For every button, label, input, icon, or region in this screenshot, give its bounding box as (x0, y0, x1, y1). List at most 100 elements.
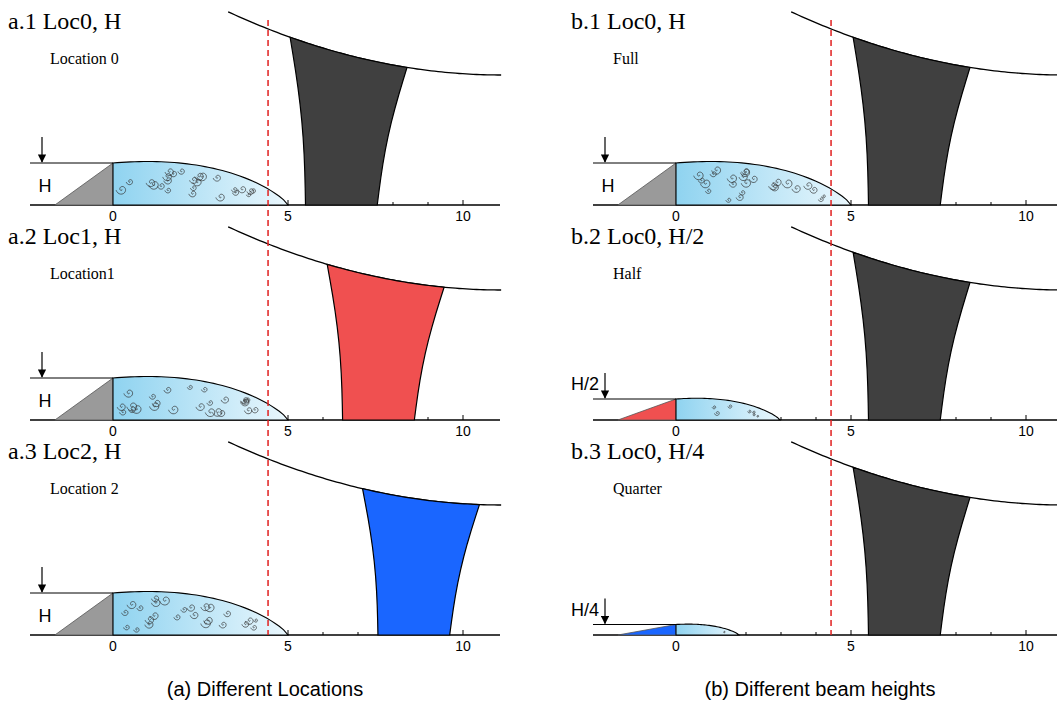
height-label: H (39, 177, 52, 197)
swirl (201, 620, 211, 628)
panel-subtitle: Location 2 (50, 480, 119, 498)
load-arrow (41, 137, 42, 162)
swirl (124, 625, 130, 630)
swirl (782, 180, 792, 188)
axis-tick (746, 632, 747, 635)
subfigure-caption: (a) Different Locations (167, 678, 363, 700)
load-arrow (41, 352, 42, 377)
swirl (116, 186, 125, 194)
axis-number: 10 (1018, 209, 1034, 224)
obstacle-shape (853, 252, 970, 420)
swirl (804, 183, 812, 190)
swirl (190, 177, 197, 183)
swirl (752, 411, 755, 413)
panel-title: a.3 Loc2, H (8, 438, 121, 464)
swirl (727, 175, 736, 183)
swirl (736, 195, 743, 201)
panel-title: a.2 Loc1, H (8, 223, 121, 249)
swirl (165, 169, 173, 176)
swirl (822, 195, 826, 198)
axis-tick (816, 632, 817, 635)
swirl (190, 186, 196, 191)
panel-title: b.3 Loc0, H/4 (571, 438, 704, 464)
height-line (30, 378, 113, 379)
swirl (187, 385, 192, 389)
swirl (242, 622, 249, 628)
swirl (221, 397, 228, 403)
swirl (748, 410, 751, 413)
swirl (818, 198, 823, 202)
panel-title: b.1 Loc0, H (571, 8, 686, 34)
swirl (189, 191, 196, 197)
panel-title: b.2 Loc0, H/2 (571, 223, 704, 249)
swirl (728, 405, 732, 408)
swirl (245, 618, 253, 624)
swirl (137, 606, 143, 611)
axis-number: 5 (847, 424, 855, 439)
swirl (117, 404, 125, 410)
swirl (741, 180, 750, 187)
panel-drawing (593, 12, 1057, 205)
subfigure-caption: (b) Different beam heights (705, 678, 936, 700)
axis-tick (323, 632, 324, 635)
axis-number: 10 (455, 424, 471, 439)
axis-tick (1026, 200, 1027, 205)
beam-dome (113, 162, 288, 205)
swirl (145, 617, 153, 624)
swirl (232, 190, 238, 195)
reference-line (830, 20, 832, 635)
swirl (169, 406, 178, 414)
swirl (254, 619, 258, 622)
swirl (126, 180, 132, 185)
swirl (127, 602, 136, 609)
axis-tick (816, 417, 817, 420)
axis-number: 10 (1018, 639, 1034, 654)
axis-number: 10 (455, 209, 471, 224)
axis-number: 0 (109, 209, 117, 224)
axis-tick (781, 417, 782, 420)
load-arrow (604, 373, 605, 398)
swirl (224, 611, 231, 616)
swirl (238, 187, 246, 193)
axis-tick (463, 415, 464, 420)
axis-tick (1026, 630, 1027, 635)
height-label: H/2 (571, 375, 599, 395)
beam-wedge (618, 399, 676, 420)
axis-number: 0 (672, 639, 680, 654)
axis-tick (358, 632, 359, 635)
axis-tick (851, 415, 852, 420)
swirl (150, 403, 159, 411)
obstacle-shape (290, 37, 407, 205)
swirl (164, 178, 172, 184)
swirl (740, 169, 749, 176)
height-label: H (39, 607, 52, 627)
swirl (145, 622, 153, 629)
panel-subtitle: Quarter (613, 480, 662, 498)
swirl (164, 387, 171, 393)
axis-tick (956, 632, 957, 635)
panel-subtitle: Location 0 (50, 50, 119, 68)
swirl (714, 412, 719, 416)
height-label: H/4 (571, 601, 599, 621)
swirl (152, 596, 159, 602)
swirl (710, 172, 716, 177)
swirl (122, 610, 128, 615)
swirl (726, 198, 731, 202)
panel-subtitle: Location1 (50, 265, 115, 283)
reference-line (267, 20, 269, 635)
height-label: H (39, 392, 52, 412)
beam-dome (113, 377, 288, 420)
axis-tick (781, 632, 782, 635)
panel-drawing (30, 12, 501, 205)
swirl (124, 390, 133, 397)
swirl (250, 189, 255, 193)
beam-dome (676, 162, 851, 205)
axis-number: 5 (847, 639, 855, 654)
swirl (149, 394, 155, 399)
height-line (593, 399, 676, 400)
swirl (134, 628, 139, 632)
swirl (742, 169, 749, 175)
axis-tick (428, 417, 429, 420)
swirl (240, 398, 248, 405)
swirl (705, 189, 710, 193)
